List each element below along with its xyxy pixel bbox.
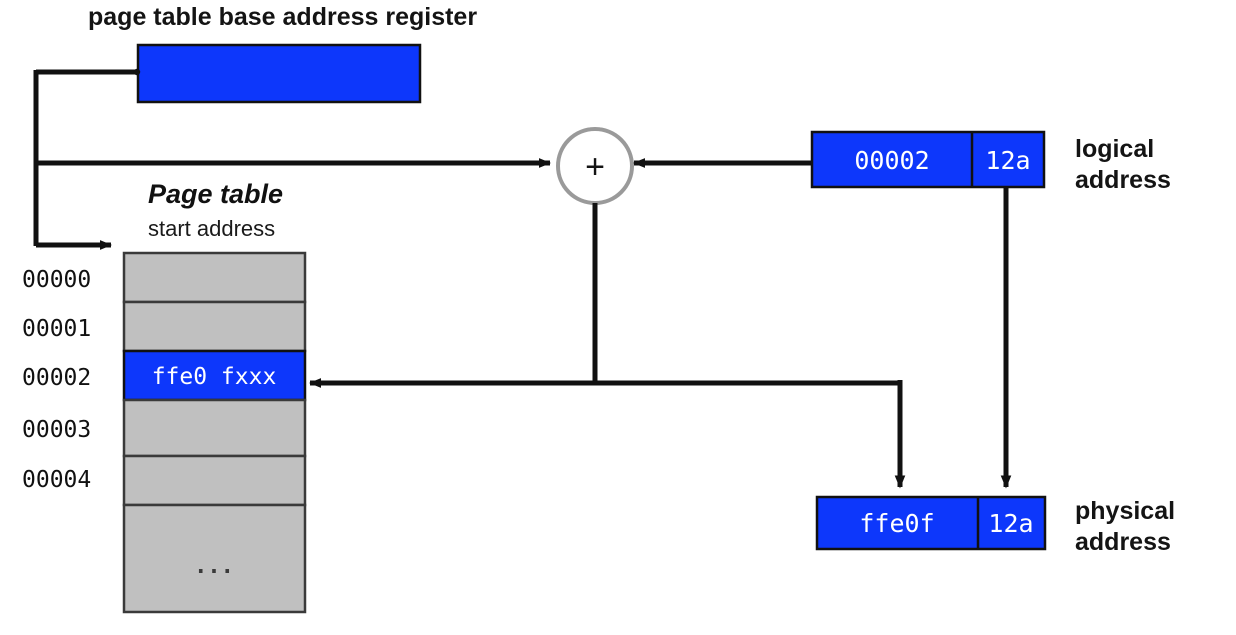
page-table-row-selected[interactable]: ffe0 fxxx 00002: [22, 349, 307, 402]
page-table-row-cell[interactable]: [122, 398, 307, 458]
page-table-row-index: 00004: [22, 467, 91, 493]
physical-address-offset: 12a: [988, 509, 1033, 538]
page-table-row-cell[interactable]: [122, 300, 307, 353]
physical-address-rect: [815, 495, 1047, 551]
page-table-row-index: 00002: [22, 365, 91, 391]
base-register-output-bus: [33, 68, 551, 250]
logical-address-box: 00002 12a: [810, 130, 1046, 189]
bus-junction-dot: [133, 68, 141, 76]
page-table-subtitle: start address: [148, 216, 275, 241]
page-table-row[interactable]: 00004: [22, 454, 307, 507]
page-table-base-address-register-box: [136, 43, 422, 104]
page-table-row-ellipsis[interactable]: ...: [122, 503, 307, 614]
page-table-row-cell[interactable]: [122, 503, 307, 614]
page-table-row-index: 00003: [22, 417, 91, 443]
physical-address-label-line2: address: [1075, 528, 1171, 556]
page-table-row-cell[interactable]: [122, 454, 307, 507]
page-table-row-index: 00001: [22, 316, 91, 342]
plus-icon: +: [585, 148, 605, 186]
page-table-title: Page table: [148, 179, 283, 209]
page-table-row-value: ffe0 fxxx: [152, 364, 277, 390]
logical-address-label-line1: logical: [1075, 135, 1154, 163]
page-table-row[interactable]: 00003: [22, 398, 307, 458]
physical-address-label-line1: physical: [1075, 497, 1175, 525]
register-rect: [136, 43, 422, 104]
physical-address-box: ffe0f 12a: [815, 495, 1047, 551]
page-table: 00000 00001 ffe0 fxxx 00002 00003: [22, 251, 307, 614]
logical-address-label-line2: address: [1075, 166, 1171, 194]
page-table-row-cell[interactable]: [122, 251, 307, 304]
physical-address-frame-number: ffe0f: [859, 509, 934, 538]
page-table-row[interactable]: 00001: [22, 300, 307, 353]
logical-address-offset: 12a: [985, 146, 1030, 175]
adder-node: +: [556, 127, 634, 205]
page-table-row-value: ...: [194, 554, 234, 579]
page-table-base-address-register-title: page table base address register: [88, 3, 477, 31]
page-table-row[interactable]: 00000: [22, 251, 307, 304]
logical-address-page-number: 00002: [854, 146, 929, 175]
logical-address-rect: [810, 130, 1046, 189]
page-table-row-index: 00000: [22, 267, 91, 293]
